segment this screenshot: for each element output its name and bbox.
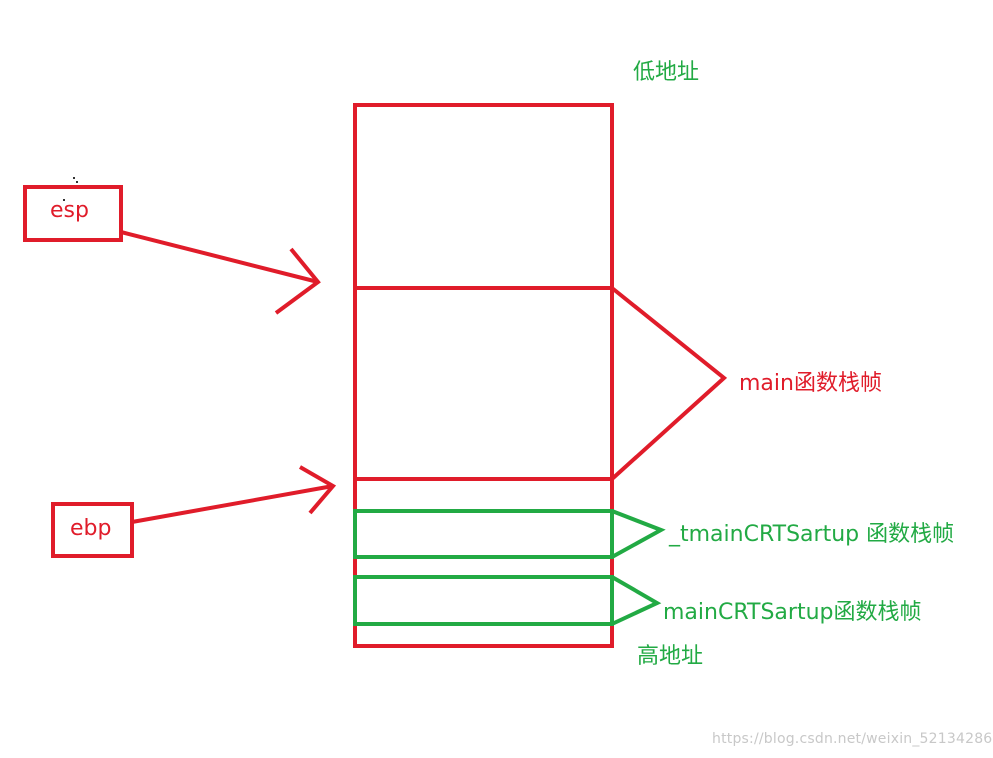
maincrt-frame-label: mainCRTSartup函数栈帧: [663, 600, 922, 625]
maincrt-frame-box: [353, 575, 614, 626]
tmain-frame-pointer: [611, 509, 666, 559]
tmain-frame-label: _tmainCRTSartup 函数栈帧: [669, 522, 955, 547]
ebp-box: [51, 502, 134, 558]
stack-outline: [353, 103, 614, 648]
ebp-label: ebp: [70, 516, 112, 541]
low-address-label: 低地址: [633, 60, 700, 85]
tmain-frame-box: [353, 509, 614, 559]
ebp-arrowhead-icon: [299, 465, 337, 515]
stray-dot: [73, 177, 75, 179]
high-address-label: 高地址: [637, 644, 704, 669]
main-frame-label: main函数栈帧: [739, 371, 882, 396]
esp-arrowhead-icon: [274, 247, 321, 315]
stray-dot: [63, 199, 65, 201]
watermark: https://blog.csdn.net/weixin_52134286: [712, 731, 993, 747]
ebp-arrow-shaft: [131, 484, 334, 524]
esp-label: esp: [50, 198, 89, 223]
stray-dot: [76, 181, 78, 183]
main-frame-pointer: [610, 286, 728, 481]
esp-arrow-shaft: [120, 230, 319, 284]
esp-box: [23, 185, 123, 242]
maincrt-frame-pointer: [610, 575, 662, 626]
